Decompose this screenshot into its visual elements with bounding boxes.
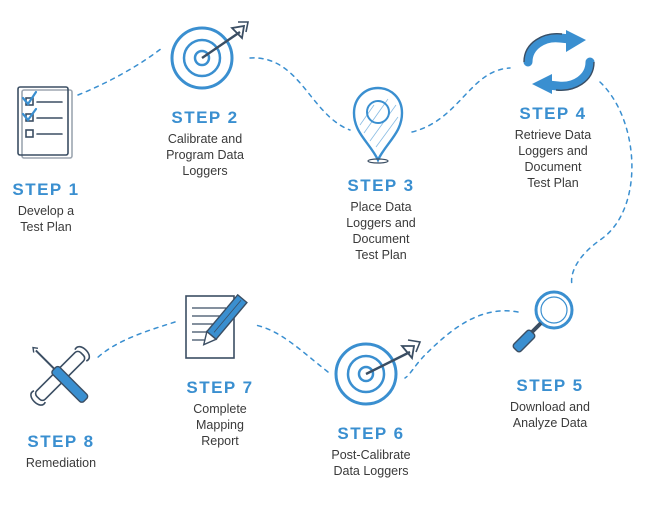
step-title: STEP 7 — [186, 378, 254, 397]
step-title: STEP 2 — [171, 108, 239, 127]
step-description: Post-Calibrate Data Loggers — [331, 448, 411, 478]
step-title: STEP 3 — [347, 176, 415, 195]
step-description: Place Data Loggers and Document Test Pla… — [346, 200, 416, 262]
step-title: STEP 5 — [516, 376, 584, 395]
step-8: STEP 8 Remediation — [12, 432, 110, 471]
step-2: STEP 2 Calibrate and Program Data Logger… — [150, 108, 260, 179]
step-description: Calibrate and Program Data Loggers — [166, 132, 244, 178]
step-1: STEP 1 Develop a Test Plan — [0, 180, 92, 235]
wrench-screwdriver-icon — [18, 336, 108, 423]
step-description: Download and Analyze Data — [510, 400, 590, 430]
step-description: Remediation — [25, 456, 97, 470]
step-title: STEP 6 — [337, 424, 405, 443]
step-4: STEP 4 Retrieve Data Loggers and Documen… — [498, 104, 608, 191]
magnifier-icon — [510, 286, 580, 371]
map-pin-icon — [348, 85, 408, 170]
target-icon — [168, 18, 260, 95]
step-title: STEP 4 — [519, 104, 587, 123]
step-6: STEP 6 Post-Calibrate Data Loggers — [314, 424, 428, 479]
checklist-icon — [14, 84, 76, 165]
step-3: STEP 3 Place Data Loggers and Document T… — [328, 176, 434, 263]
step-title: STEP 8 — [27, 432, 95, 451]
refresh-arrows-icon — [514, 28, 604, 103]
report-pencil-icon — [182, 288, 262, 371]
target-icon — [330, 332, 430, 417]
step-5: STEP 5 Download and Analyze Data — [494, 376, 606, 431]
step-description: Develop a Test Plan — [17, 204, 75, 234]
step-description: Retrieve Data Loggers and Document Test … — [514, 128, 592, 190]
step-7: STEP 7 Complete Mapping Report — [168, 378, 272, 449]
step-description: Complete Mapping Report — [193, 402, 247, 448]
step-title: STEP 1 — [12, 180, 80, 199]
